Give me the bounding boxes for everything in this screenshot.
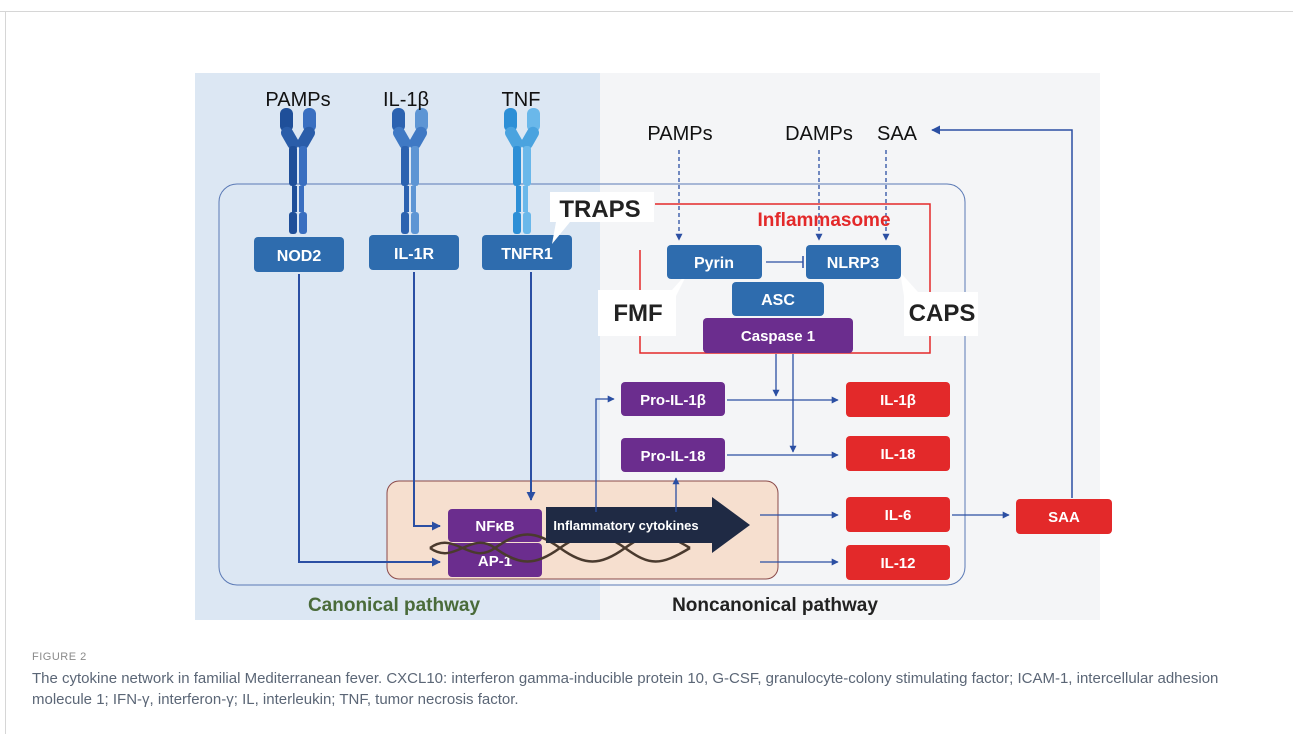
to-pro-il1b-arrow	[595, 395, 615, 512]
frame-top-border	[0, 11, 1293, 12]
il1r-label: IL-1R	[394, 246, 434, 263]
caps-callout	[900, 272, 978, 336]
nfkb-label: NFκB	[475, 518, 514, 535]
inflammasome-label: Inflammasome	[757, 210, 890, 231]
inflammatory-cytokines-arrow	[546, 497, 750, 553]
asc-box	[732, 282, 824, 316]
receptor-label-tnf: TNF	[502, 89, 541, 111]
il12-output-box	[846, 545, 950, 580]
nod2-to-ap1-arrow	[298, 274, 441, 567]
trigger-label-saa: SAA	[877, 123, 918, 145]
fmf-label: FMF	[613, 300, 662, 327]
il1b-output-box	[846, 382, 950, 417]
saa-output-label: SAA	[1048, 509, 1080, 526]
trigger-label-pamps: PAMPs	[647, 123, 712, 145]
receptor-label-il1b: IL-1β	[383, 89, 429, 111]
pro-il1b-box	[621, 382, 725, 416]
il6-output-label: IL-6	[885, 507, 912, 524]
figure-caption: The cytokine network in familial Mediter…	[32, 670, 1219, 708]
receptor-tnf-icon	[504, 108, 540, 234]
caspase1-label: Caspase 1	[741, 328, 815, 345]
nfkb-box	[448, 509, 542, 542]
pyrin-box	[667, 245, 762, 279]
nod2-box	[254, 237, 344, 272]
ap1-label: AP-1	[478, 553, 512, 570]
trigger-label-damps: DAMPs	[785, 123, 853, 145]
dna-strand-b	[429, 533, 691, 563]
traps-callout	[550, 192, 654, 244]
nlrp3-box	[806, 245, 901, 279]
canonical-pathway-label: Canonical pathway	[308, 595, 481, 616]
receptor-label-pamps: PAMPs	[265, 89, 330, 111]
il18-output-box	[846, 436, 950, 471]
pro-il18-box	[621, 438, 725, 472]
il1r-box	[369, 235, 459, 270]
frame-left-border	[5, 11, 6, 734]
caspase1-box	[703, 318, 853, 353]
saa-output-box	[1016, 499, 1112, 534]
fmf-callout	[598, 272, 688, 336]
figure-label: FIGURE 2	[32, 651, 87, 663]
il6-output-box	[846, 497, 950, 532]
tnfr1-box	[482, 235, 572, 270]
saa-feedback-arrow	[931, 125, 1073, 498]
cell-membrane	[218, 183, 966, 586]
il12-output-label: IL-12	[880, 555, 915, 572]
il18-output-label: IL-18	[880, 446, 915, 463]
cytokine-network-diagram: PAMPs IL-1β TNF NOD2 IL-1R TNFR1 TRAPS F…	[195, 73, 1112, 620]
il1r-to-nfkb-arrow	[413, 272, 441, 531]
nlrp3-label: NLRP3	[827, 255, 880, 272]
nod2-label: NOD2	[277, 248, 322, 265]
traps-label: TRAPS	[559, 196, 640, 223]
caps-label: CAPS	[909, 300, 976, 327]
pro-il1b-label: Pro-IL-1β	[640, 392, 706, 409]
pyrin-label: Pyrin	[694, 255, 734, 272]
receptor-il1b-icon	[392, 108, 428, 234]
receptor-pamps-icon	[280, 108, 316, 234]
noncanonical-pathway-label: Noncanonical pathway	[672, 595, 878, 616]
pro-il18-label: Pro-IL-18	[640, 448, 705, 465]
il1b-output-label: IL-1β	[880, 392, 916, 409]
tnfr1-label: TNFR1	[501, 246, 553, 263]
asc-label: ASC	[761, 292, 795, 309]
inflammatory-cytokines-label: Inflammatory cytokines	[553, 518, 698, 533]
